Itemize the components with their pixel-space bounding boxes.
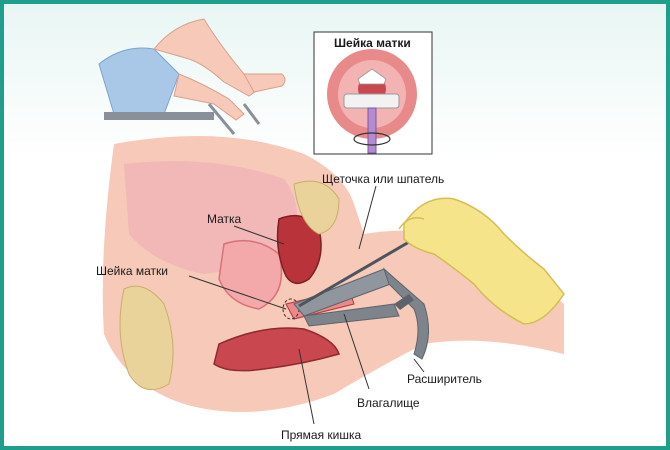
inset-title: Шейка матки xyxy=(334,36,411,50)
label-rectum: Прямая кишка xyxy=(281,428,362,442)
anatomy-illustration xyxy=(98,18,565,425)
leader-lines xyxy=(188,185,425,425)
label-uterus: Матка xyxy=(207,212,242,226)
label-brush: Щеточка или шпатель xyxy=(322,172,445,186)
brush-rod-icon xyxy=(298,240,410,308)
gloved-hand-icon xyxy=(398,197,565,325)
label-cervix: Шейка матки xyxy=(96,264,169,278)
label-speculum: Расширитель xyxy=(407,372,482,386)
cervix-closeup-inset xyxy=(313,31,433,155)
speculum-icon xyxy=(293,267,429,360)
patient-on-table-icon xyxy=(98,18,286,135)
label-vagina: Влагалище xyxy=(357,396,420,410)
